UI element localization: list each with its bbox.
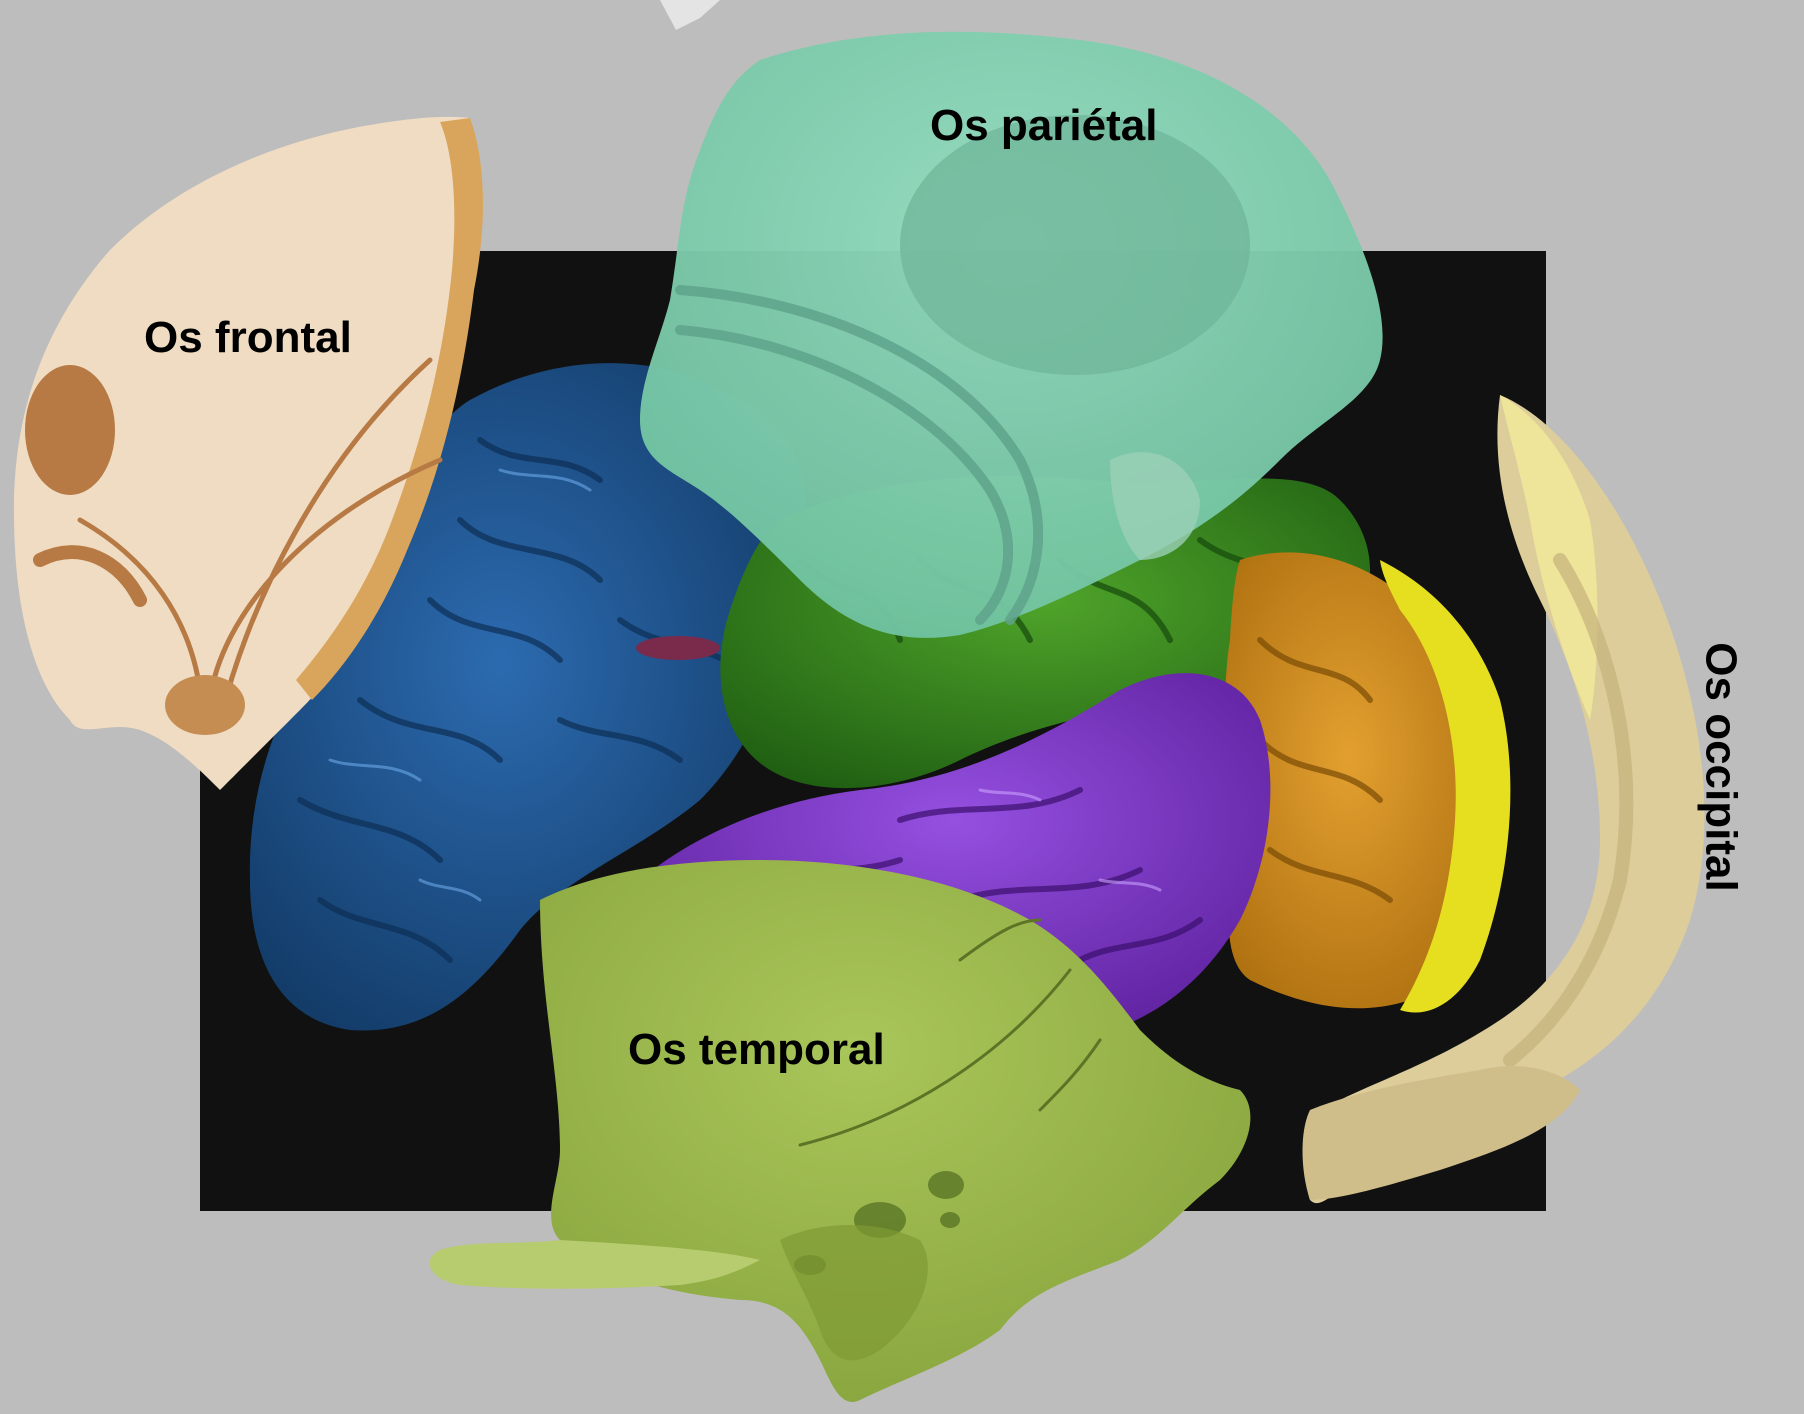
fragment-top — [660, 0, 720, 30]
frontal-bone-base — [165, 675, 245, 735]
label-os-occipital: Os occipital — [1698, 642, 1742, 891]
parietal-eminence — [900, 115, 1250, 375]
label-os-frontal: Os frontal — [144, 316, 352, 360]
label-os-temporal: Os temporal — [628, 1028, 885, 1072]
dimai-logo-mark — [636, 636, 720, 660]
label-os-parietal: Os pariétal — [930, 104, 1157, 148]
frontal-bone-center — [25, 365, 115, 495]
